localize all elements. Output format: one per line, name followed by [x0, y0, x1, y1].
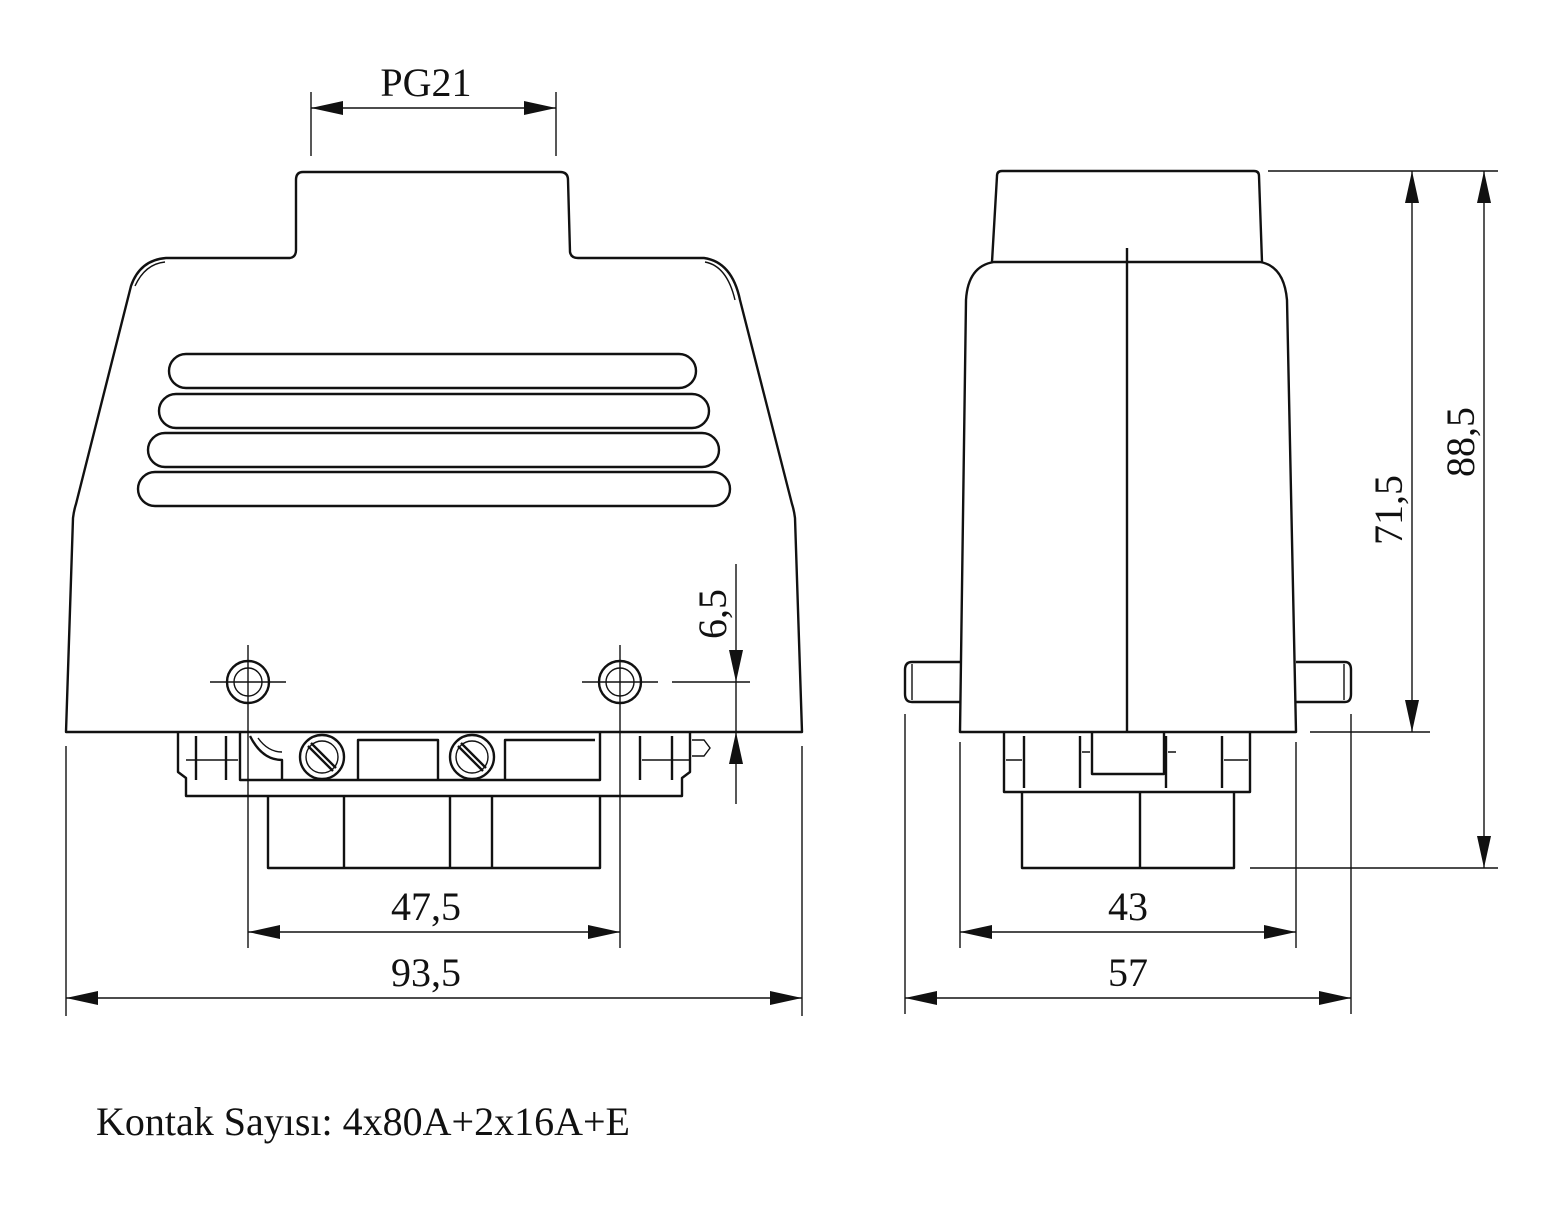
- front-ribs: [136, 352, 732, 508]
- side-insert: [1002, 732, 1252, 870]
- dim-47-5: 47,5: [247, 718, 621, 948]
- front-insert-screw-2: [448, 733, 496, 781]
- dim-57: 57: [904, 714, 1352, 1014]
- rib-1: [167, 352, 698, 390]
- front-insert-screw-1: [298, 733, 346, 781]
- dim-6-5: 6,5: [672, 564, 750, 804]
- dim-43: 43: [959, 742, 1297, 948]
- contact-count-caption: Kontak Sayısı: 4x80A+2x16A+E: [96, 1099, 630, 1144]
- dim-label-pg21: PG21: [380, 60, 471, 105]
- side-hood-outline: [958, 260, 1298, 734]
- dimension-lines: PG21 47,5 93,5 6,5: [65, 60, 1498, 1016]
- dim-pg21: PG21: [310, 60, 557, 156]
- side-view: [903, 169, 1353, 870]
- rib-3: [146, 431, 721, 469]
- dim-label-6-5: 6,5: [690, 589, 735, 639]
- dim-label-57: 57: [1108, 950, 1148, 995]
- front-screw-hole-right: [582, 645, 658, 718]
- dim-label-47-5: 47,5: [391, 884, 461, 929]
- dim-label-93-5: 93,5: [391, 950, 461, 995]
- side-cable-entry: [990, 169, 1264, 263]
- side-locking-pin-left: [903, 660, 960, 704]
- dim-label-88-5: 88,5: [1438, 407, 1483, 477]
- front-insert: [176, 732, 711, 870]
- dim-label-71-5: 71,5: [1366, 475, 1411, 545]
- front-screw-hole-left: [210, 645, 286, 718]
- dim-88-5: 88,5: [1250, 171, 1498, 869]
- rib-2: [157, 392, 711, 430]
- dim-label-43: 43: [1108, 884, 1148, 929]
- front-hood-outline: [64, 170, 804, 734]
- dim-93-5: 93,5: [65, 746, 803, 1016]
- rib-4: [136, 470, 732, 508]
- side-locking-pin-right: [1296, 660, 1353, 704]
- dim-71-5: 71,5: [1268, 170, 1498, 733]
- front-view: [64, 170, 804, 870]
